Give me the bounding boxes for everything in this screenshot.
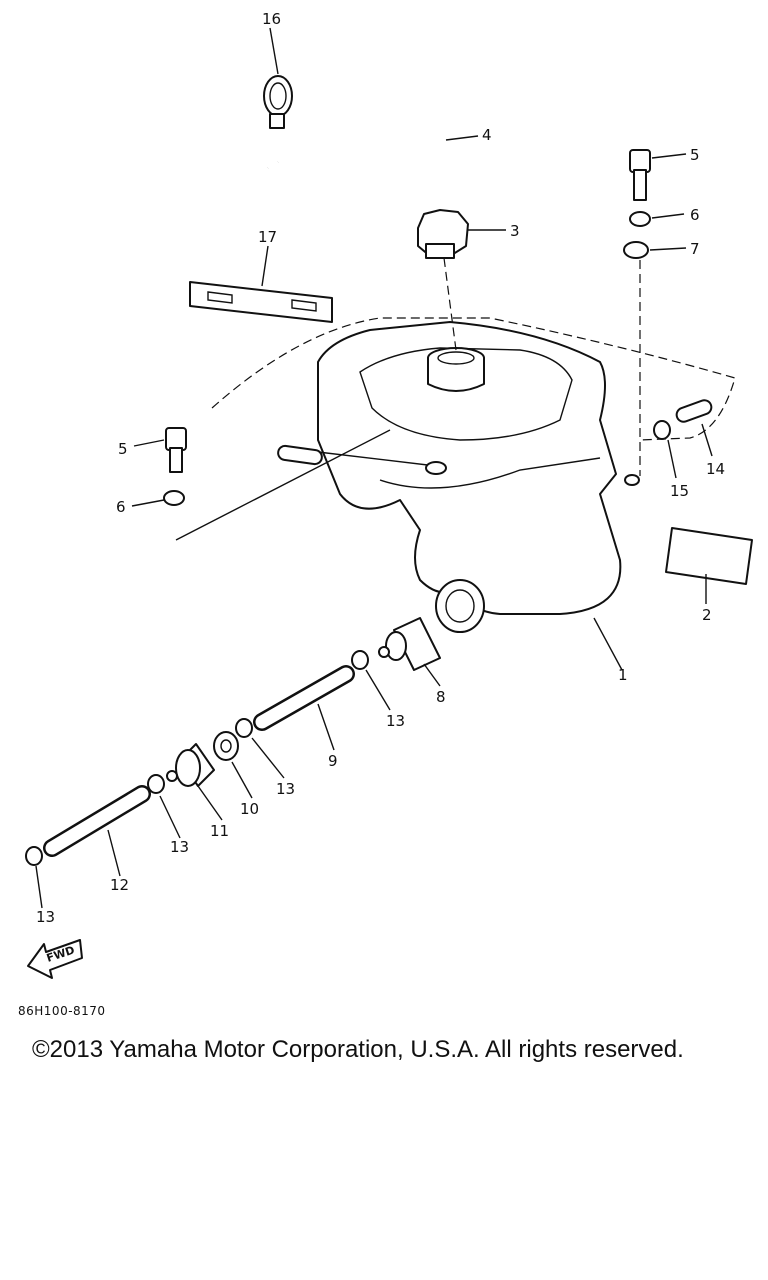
copyright-notice: ©2013 Yamaha Motor Corporation, U.S.A. A… (32, 1036, 684, 1063)
collar-left (163, 490, 185, 506)
leader-lines (35, 27, 713, 909)
callout-5-right: 5 (690, 146, 700, 164)
bolt-left (165, 427, 187, 473)
fuel-tank-exploded-diagram: 16 4 3 5 6 7 17 5 6 14 15 2 1 8 13 9 13 … (25, 10, 753, 979)
washer (213, 731, 239, 761)
callout-5-left: 5 (118, 440, 128, 458)
label-plate (665, 527, 753, 585)
callout-13-a: 13 (386, 712, 405, 730)
clip-13d (25, 846, 43, 866)
callout-8: 8 (436, 688, 446, 706)
callout-1: 1 (618, 666, 628, 684)
vent-hose (111, 83, 447, 400)
clip-13b (235, 718, 253, 738)
callout-12: 12 (110, 876, 129, 894)
clip-13a (351, 650, 369, 670)
bolt-right (629, 149, 651, 201)
callout-6-left: 6 (116, 498, 126, 516)
callout-14: 14 (706, 460, 725, 478)
callout-13-c: 13 (170, 838, 189, 856)
fwd-arrow-icon: FWD (27, 939, 83, 979)
clip-15 (653, 420, 671, 440)
callout-15: 15 (670, 482, 689, 500)
callout-9: 9 (328, 752, 338, 770)
damper (623, 241, 649, 259)
clip-13c (147, 774, 165, 794)
hose-clip (263, 75, 293, 129)
callout-13-b: 13 (276, 780, 295, 798)
callout-11: 11 (210, 822, 229, 840)
callout-6-right: 6 (690, 206, 700, 224)
callout-13-d: 13 (36, 908, 55, 926)
fuel-filter (378, 617, 441, 671)
tank-nipple (425, 461, 447, 475)
callout-2: 2 (702, 606, 712, 624)
fuel-cock (166, 743, 215, 787)
fuel-tank (317, 321, 640, 633)
callout-3: 3 (510, 222, 520, 240)
callout-4: 4 (482, 126, 492, 144)
callout-17: 17 (258, 228, 277, 246)
decal-17 (189, 281, 333, 323)
fuel-cap (417, 209, 469, 259)
reference-code: 86H100-8170 (18, 1004, 106, 1018)
callout-16: 16 (262, 10, 281, 28)
collar-right (629, 211, 651, 227)
vent-tube-14 (675, 399, 713, 423)
short-hose (277, 444, 323, 466)
callout-7: 7 (690, 240, 700, 258)
callout-10: 10 (240, 800, 259, 818)
